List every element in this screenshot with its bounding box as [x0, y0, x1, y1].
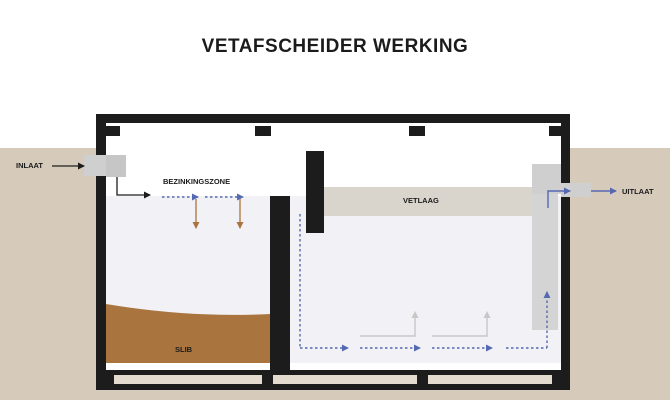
slib-label: SLIB	[175, 345, 193, 354]
water-right	[290, 196, 561, 363]
sink-arrowhead	[236, 222, 244, 229]
lid-notch	[106, 126, 120, 136]
baffle-wall	[306, 151, 324, 233]
grease-rise-arrowhead	[483, 311, 491, 318]
lid-notch	[549, 126, 561, 136]
vetlaag-label: VETLAAG	[403, 196, 439, 205]
lid-notch	[409, 126, 425, 136]
inlet-flow-arrow	[116, 177, 151, 199]
base-slot	[114, 375, 262, 384]
base-slot	[428, 375, 552, 384]
grease-rise-arrow	[360, 316, 416, 337]
uitlaat-label: UITLAAT	[622, 187, 654, 196]
base-slot	[273, 375, 417, 384]
bezinkingszone-label: BEZINKINGSZONE	[163, 177, 230, 186]
inlaat-label: INLAAT	[16, 161, 43, 170]
grease-rise-arrow	[432, 316, 488, 337]
inlet-pipe-head	[106, 155, 126, 177]
grease-rise-arrowhead	[411, 311, 419, 318]
diagram-title: VETAFSCHEIDER WERKING	[201, 36, 469, 57]
outlet-pipe-horizontal	[561, 183, 591, 197]
inlet-pipe	[84, 155, 107, 176]
partition-inner	[276, 196, 284, 364]
grease-layer	[324, 187, 532, 216]
outlet-inner-arrow	[547, 187, 571, 208]
sludge-layer	[106, 304, 270, 363]
lid-notch	[255, 126, 271, 136]
outlet-pipe-bend	[532, 164, 561, 194]
sink-arrowhead	[192, 222, 200, 229]
